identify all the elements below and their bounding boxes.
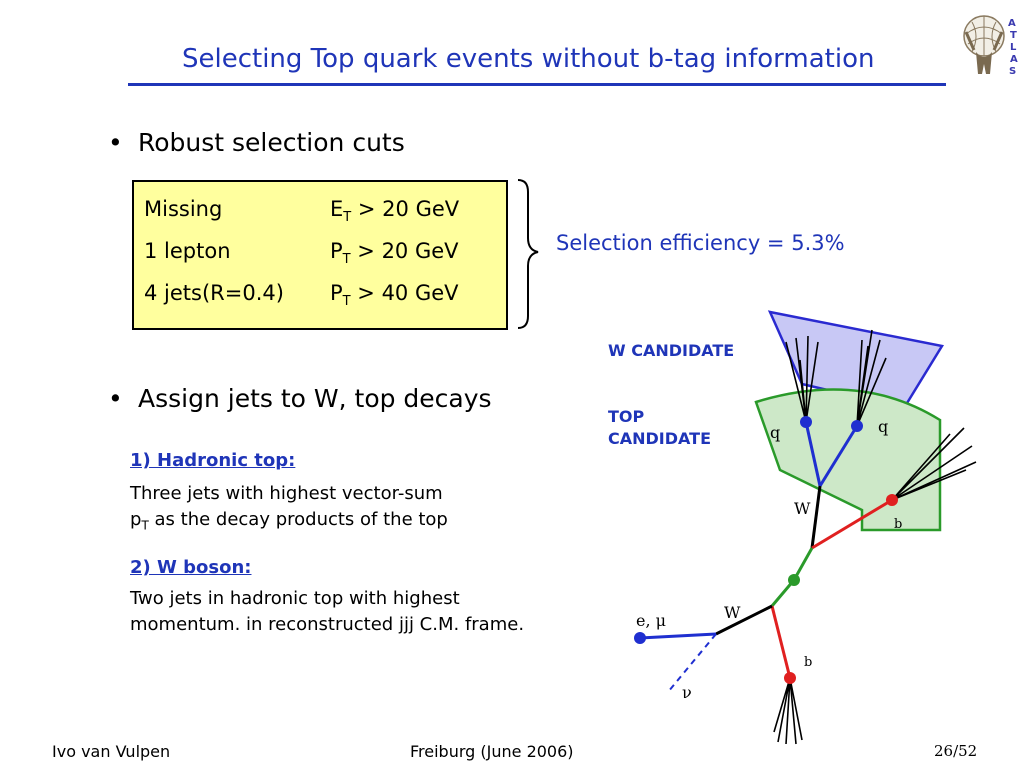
label-q2: q bbox=[878, 417, 888, 436]
cut-value: PT > 40 GeV bbox=[330, 281, 459, 310]
cut-label: 1 lepton bbox=[144, 239, 231, 263]
bullet-assign-jets: • Assign jets to W, top decays bbox=[108, 384, 492, 413]
label-b-lower: b bbox=[804, 655, 812, 670]
label-q1: q bbox=[770, 423, 780, 442]
top-vertex bbox=[788, 574, 800, 586]
b-vertex bbox=[886, 494, 898, 506]
jet-spray bbox=[773, 329, 977, 745]
label-w-upper: W bbox=[794, 499, 811, 518]
top-candidate-label: TOP CANDIDATE bbox=[608, 407, 712, 448]
lepton-line bbox=[639, 632, 717, 640]
quark-vertex bbox=[800, 416, 812, 428]
footer-author: Ivo van Vulpen bbox=[52, 742, 171, 761]
b-line-lower bbox=[770, 605, 792, 679]
slide-title: Selecting Top quark events without b-tag… bbox=[182, 44, 875, 74]
quark-line-2 bbox=[818, 425, 859, 487]
cut-label: 4 jets(R=0.4) bbox=[144, 281, 284, 305]
b-line-upper bbox=[811, 498, 893, 550]
b-vertex bbox=[784, 672, 796, 684]
title-underline bbox=[128, 83, 946, 86]
label-nu: ν bbox=[682, 683, 692, 702]
logo-letter: A bbox=[1008, 18, 1016, 29]
footer-page-number: 26/52 bbox=[934, 742, 978, 760]
label-w-lower: W bbox=[724, 603, 741, 622]
logo-letter: T bbox=[1010, 30, 1017, 41]
label-b-upper: b bbox=[894, 517, 902, 532]
top-decay-diagram: q q W b e, μ W b ν bbox=[634, 310, 977, 745]
bullet-text: Robust selection cuts bbox=[138, 128, 405, 157]
w-line-lower bbox=[715, 604, 773, 636]
top-line-upper bbox=[792, 547, 814, 581]
w-line-upper bbox=[810, 485, 822, 549]
logo-letter: S bbox=[1009, 66, 1016, 77]
hadronic-top-heading: 1) Hadronic top: bbox=[130, 450, 296, 471]
quark-line-1 bbox=[804, 421, 822, 487]
curly-brace bbox=[517, 179, 539, 329]
atlas-logo: A T L A S bbox=[963, 15, 1018, 77]
bullet-selection-cuts: • Robust selection cuts bbox=[108, 128, 405, 157]
neutrino-line bbox=[667, 633, 717, 693]
bullet-text: Assign jets to W, top decays bbox=[138, 384, 492, 413]
cut-value: PT > 20 GeV bbox=[330, 239, 459, 268]
logo-letter: L bbox=[1010, 42, 1017, 53]
hadronic-top-text: Three jets with highest vector-sum pT as… bbox=[130, 483, 448, 533]
logo-letter: A bbox=[1010, 54, 1018, 65]
cut-label: Missing bbox=[144, 197, 223, 221]
w-boson-heading: 2) W boson: bbox=[130, 557, 252, 578]
w-boson-text: Two jets in hadronic top with highest mo… bbox=[130, 588, 525, 635]
quark-vertex bbox=[851, 420, 863, 432]
footer-venue: Freiburg (June 2006) bbox=[410, 742, 574, 761]
selection-efficiency: Selection efficiency = 5.3% bbox=[556, 231, 845, 255]
lepton-vertex bbox=[634, 632, 646, 644]
cuts-box: Missing ET > 20 GeV 1 lepton PT > 20 GeV… bbox=[132, 180, 508, 330]
cut-value: ET > 20 GeV bbox=[330, 197, 460, 226]
w-candidate-label: W CANDIDATE bbox=[608, 341, 735, 360]
bullet-marker: • bbox=[108, 384, 123, 413]
bullet-marker: • bbox=[108, 128, 123, 157]
label-lepton: e, μ bbox=[636, 611, 666, 630]
top-candidate-region bbox=[754, 388, 942, 532]
